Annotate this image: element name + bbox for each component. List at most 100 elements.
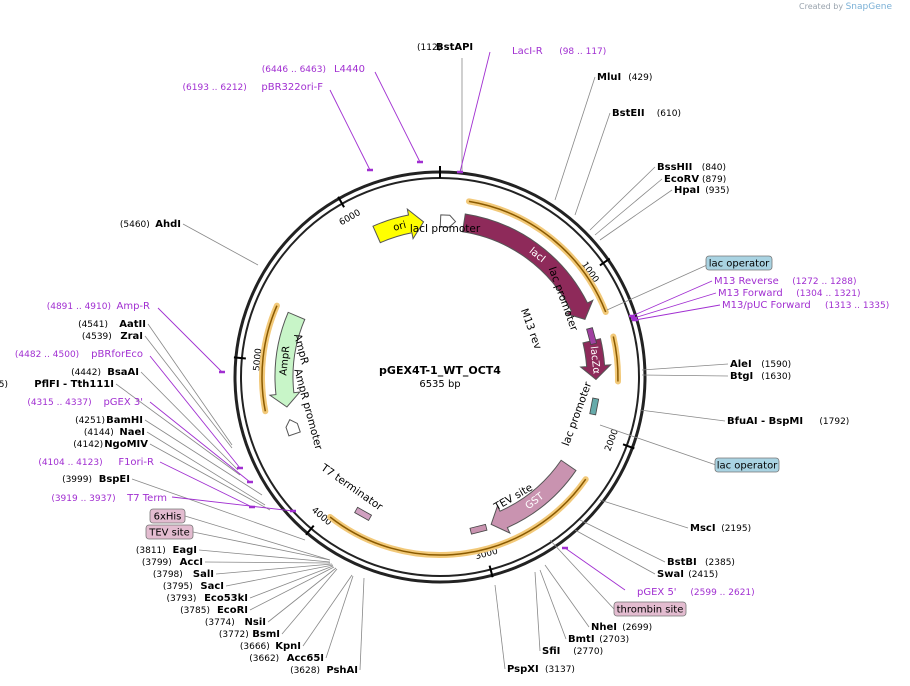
site-pos: (3662) (249, 654, 279, 664)
boxed-label (145, 524, 194, 540)
leader-line (641, 363, 729, 371)
site-name: MscI (690, 523, 716, 534)
site-name: AccI (180, 557, 203, 568)
scale-tick (599, 257, 611, 267)
leader-line (599, 189, 673, 241)
t7-term-marker (354, 506, 373, 521)
site-pos: (3666) (240, 642, 270, 652)
site-pos: (112) (417, 43, 441, 53)
primer-range: (3919 .. 3937) (51, 494, 115, 504)
feature-label-AmpR: AmpR (278, 345, 292, 376)
primer-leader (374, 71, 421, 163)
site-pos: (3795) (163, 582, 193, 592)
scale-tick (337, 196, 345, 208)
orf-line (612, 336, 619, 382)
site-pos: (4539) (82, 332, 112, 342)
site-pos: (4442) (71, 368, 101, 378)
site-pos: (840) (702, 163, 726, 173)
primer-leader (157, 307, 223, 373)
leader-line (146, 431, 266, 506)
leader-line (182, 223, 259, 266)
site-pos: (3785) (180, 606, 210, 616)
feature-GST (490, 459, 577, 535)
site-name: PshAI (326, 665, 358, 676)
site-pos: (3774) (205, 618, 235, 628)
site-pos: (3811) (136, 546, 166, 556)
inner-feature-label: AmpR promoter (291, 367, 324, 451)
primer-name: Amp-R (117, 301, 151, 312)
primer-name: pBRforEco (91, 349, 143, 360)
site-pos: (1590) (761, 360, 791, 370)
scale-tick (488, 565, 494, 578)
primer-range: (1304 .. 1321) (796, 289, 860, 299)
site-pos: (935) (705, 186, 729, 196)
site-pos: (2770) (573, 647, 603, 657)
primer-leader (149, 355, 241, 469)
leader-line (574, 529, 656, 575)
site-name: SalI (193, 569, 214, 580)
plasmid-name: pGEX4T-1_WT_OCT4 (379, 364, 501, 377)
leader-line (225, 564, 334, 587)
site-name: AleI (730, 359, 752, 370)
primer-name: M13 Reverse (714, 276, 779, 287)
primer-leader (149, 401, 251, 483)
leader-line (359, 577, 365, 671)
site-pos: (3799) (142, 558, 172, 568)
site-name: HpaI (674, 185, 700, 196)
site-pos: (1792) (819, 417, 849, 427)
leader-line (149, 443, 271, 511)
leader-line (192, 531, 331, 561)
site-pos: (1630) (761, 372, 791, 382)
leader-line (144, 419, 263, 496)
primer-leader (171, 496, 294, 512)
leader-line (641, 374, 729, 377)
leader-line (281, 568, 338, 635)
scale-tick (305, 524, 315, 536)
site-name: KpnI (275, 641, 301, 652)
inner-feature-label: lacI promoter (410, 223, 481, 235)
orf-line (329, 478, 587, 556)
site-pos: (4251) (75, 416, 105, 426)
feature-label-lacZa: lacZα (588, 346, 602, 375)
site-name: NgoMIV (104, 439, 148, 450)
site-name: NheI (591, 622, 617, 633)
primer-name: LacI-R (512, 46, 543, 57)
site-name: BmtI (568, 634, 595, 645)
leader-line (549, 539, 615, 610)
leader-line (574, 112, 611, 216)
leader-line (249, 565, 334, 599)
primer-name: M13 Forward (718, 288, 783, 299)
boxed-label (705, 255, 773, 271)
tev-marker (469, 523, 488, 535)
primer-range: (1272 .. 1288) (792, 277, 856, 287)
primer-name: pGEX 3' (103, 397, 143, 408)
primer-name: L4440 (334, 64, 365, 75)
leader-line (599, 499, 689, 529)
site-name: BfuAI - BspMI (727, 416, 803, 427)
plasmid-length: 6535 bp (419, 379, 460, 390)
primer-leader (329, 89, 371, 171)
site-name: Eco53kI (204, 593, 248, 604)
site-name: SwaI (657, 569, 684, 580)
primer-leader (634, 304, 721, 321)
orf-line (468, 200, 607, 313)
boxed-label-text: TEV site (148, 528, 190, 539)
leader-line (302, 574, 353, 647)
site-pos: (3137) (545, 665, 575, 675)
primer-range: (4104 .. 4123) (38, 458, 102, 468)
primer-leader (459, 51, 491, 173)
primer-name: T7 Term (126, 493, 167, 504)
leader-line (325, 575, 354, 659)
primer-range: (6446 .. 6463) (262, 65, 326, 75)
site-pos: (610) (657, 109, 681, 119)
site-name: EcoRV (664, 174, 699, 185)
primer-range: (4482 .. 4500) (15, 350, 79, 360)
site-pos: (4435) (0, 380, 8, 390)
leader-line (215, 563, 333, 575)
primer-leader (564, 547, 626, 591)
site-pos: (4144) (84, 428, 114, 438)
site-name: BstBI (667, 557, 697, 568)
boxed-label-text: lac operator (717, 461, 778, 472)
